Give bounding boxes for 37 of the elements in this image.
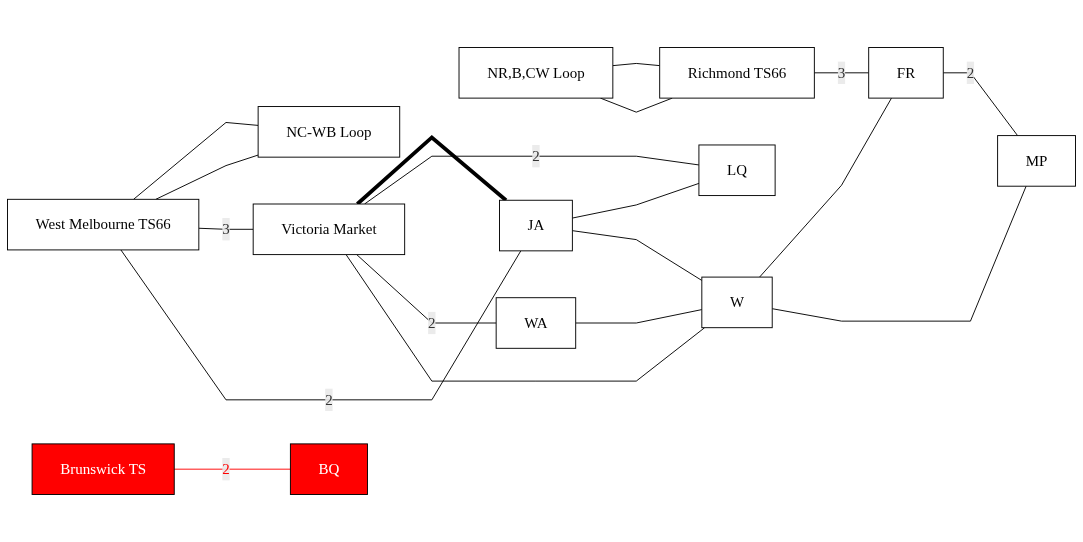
connector — [942, 72, 1019, 137]
node-box: MP — [997, 135, 1076, 187]
connector — [571, 182, 700, 219]
node-box: LQ — [698, 144, 776, 197]
connector — [364, 155, 700, 205]
edge-label: 2 — [222, 460, 230, 477]
node-box: W — [701, 276, 773, 329]
node-box: WA — [495, 297, 577, 349]
edge-label: 3 — [222, 220, 230, 237]
connector — [198, 227, 254, 230]
connector — [612, 63, 661, 67]
connector — [575, 309, 703, 324]
edge-label: 2 — [325, 391, 333, 408]
edge-label: 3 — [837, 64, 846, 81]
connector — [759, 97, 892, 278]
node-box: Brunswick TS — [31, 443, 175, 495]
node-box: JA — [499, 199, 573, 252]
connector — [345, 254, 706, 382]
node-box: FR — [868, 47, 944, 99]
node-box: NR,B,CW Loop — [458, 47, 614, 99]
connector — [356, 254, 497, 324]
connector — [120, 249, 522, 401]
connector — [155, 154, 259, 200]
node-box: Victoria Market — [252, 203, 406, 256]
node-box: NC-WB Loop — [257, 106, 401, 158]
node-box: Richmond TS66 — [659, 47, 815, 99]
edge-label: 2 — [966, 64, 975, 81]
connector — [356, 135, 508, 206]
node-box: BQ — [289, 443, 368, 495]
node-box: West Melbourne TS66 — [7, 198, 200, 251]
connector — [173, 468, 291, 470]
connector — [771, 185, 1027, 322]
edge-label: 2 — [428, 314, 436, 331]
connector — [813, 72, 870, 74]
connector — [571, 230, 703, 281]
connector — [133, 122, 259, 200]
edge-label: 2 — [532, 147, 540, 164]
